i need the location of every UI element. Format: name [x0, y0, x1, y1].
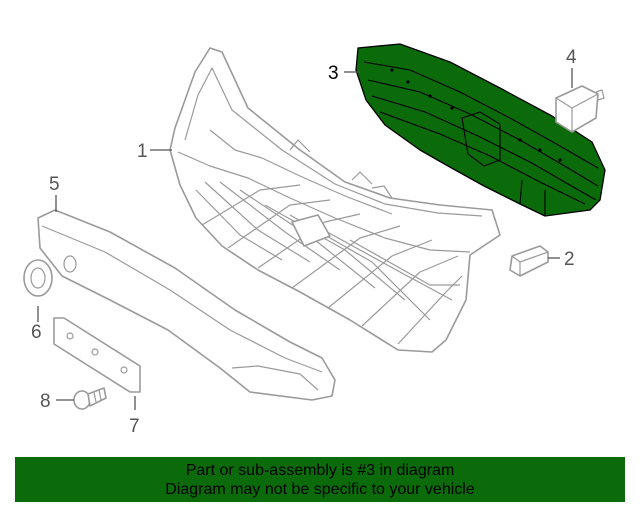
callout-6: 6 [31, 322, 42, 343]
callout-7: 7 [129, 416, 140, 437]
banner-line-disclaimer: Diagram may not be specific to your vehi… [165, 480, 475, 498]
part-8-screw [73, 387, 107, 410]
part-7-bracket [53, 317, 141, 393]
part-5-lower-trim [37, 209, 336, 401]
callout-1: 1 [137, 141, 148, 162]
leader-lines [37, 68, 573, 410]
part-4-module [555, 85, 605, 133]
info-banner: Part or sub-assembly is #3 in diagram Di… [15, 457, 625, 502]
part-1-grille [169, 47, 501, 353]
callout-4: 4 [566, 47, 577, 68]
banner-line-part-number: Part or sub-assembly is #3 in diagram [185, 461, 455, 479]
callout-3: 3 [328, 63, 339, 84]
part-2-clip [509, 245, 549, 277]
part-3-highlighted-panel [355, 43, 606, 217]
callout-5: 5 [49, 174, 60, 195]
callout-8: 8 [40, 391, 51, 412]
parts-diagram: 1 2 3 4 5 6 7 8 [23, 43, 606, 437]
callout-2: 2 [564, 249, 575, 270]
part-6-ring-clip [23, 259, 53, 297]
